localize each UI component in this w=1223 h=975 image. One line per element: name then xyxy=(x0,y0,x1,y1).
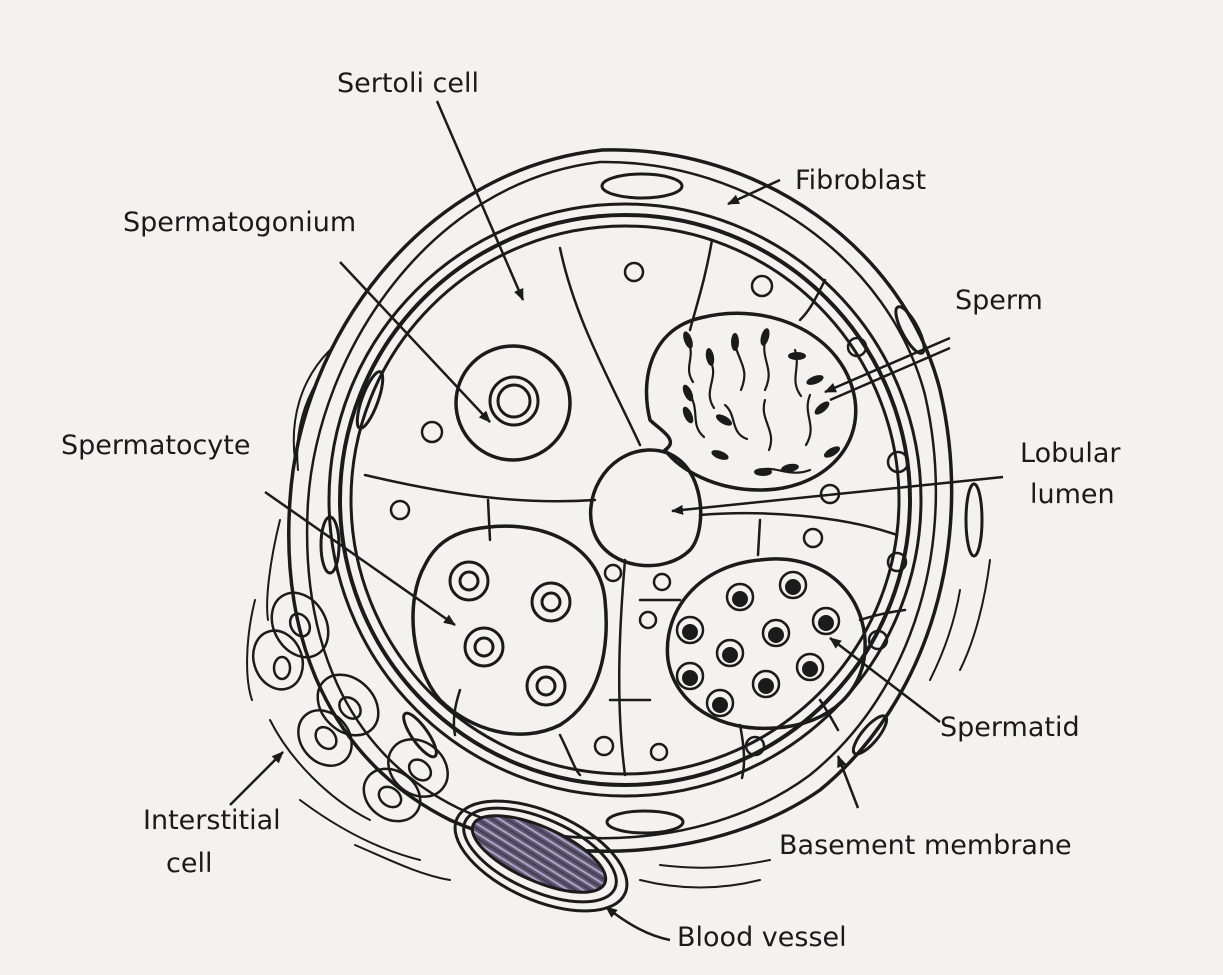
label-interstitial-cell-line1: Interstitial xyxy=(143,803,281,839)
label-sperm: Sperm xyxy=(955,283,1043,319)
spermatids xyxy=(677,572,839,716)
label-lobular-lumen-line1: Lobular xyxy=(1020,436,1121,472)
label-spermatogonium: Spermatogonium xyxy=(123,205,356,241)
sertoli-cell-boundaries xyxy=(365,240,905,778)
sertoli-nuclei xyxy=(391,263,908,760)
basement-membrane-outer xyxy=(329,204,921,796)
spermatocytes xyxy=(450,562,570,705)
sperm-heads xyxy=(681,327,842,476)
label-blood-vessel: Blood vessel xyxy=(677,920,847,956)
label-basement-membrane: Basement membrane xyxy=(779,828,1072,864)
label-fibroblast: Fibroblast xyxy=(795,163,926,199)
label-spermatid: Spermatid xyxy=(940,710,1080,746)
label-interstitial-cell-line2: cell xyxy=(166,846,212,882)
fibroblast-nucleus xyxy=(607,811,683,833)
sperm-cells xyxy=(688,340,811,473)
fibroblast-nucleus xyxy=(399,709,442,761)
sertoli-cell-leader xyxy=(437,101,523,300)
fibroblast-nucleus xyxy=(602,174,682,198)
outer-wall xyxy=(289,150,952,851)
sperm-cluster xyxy=(647,313,856,490)
fibroblast-nucleus xyxy=(966,484,982,556)
fibroblast-leader xyxy=(728,180,780,204)
blood-vessel-leader xyxy=(606,907,670,940)
label-spermatocyte: Spermatocyte xyxy=(61,428,251,464)
label-lobular-lumen-line2: lumen xyxy=(1030,477,1115,513)
interstitial-cell-leader xyxy=(230,752,283,805)
spermatocyte-cluster xyxy=(413,526,606,734)
fibroblast-nucleus xyxy=(848,711,891,758)
label-sertoli-cell: Sertoli cell xyxy=(337,66,479,102)
